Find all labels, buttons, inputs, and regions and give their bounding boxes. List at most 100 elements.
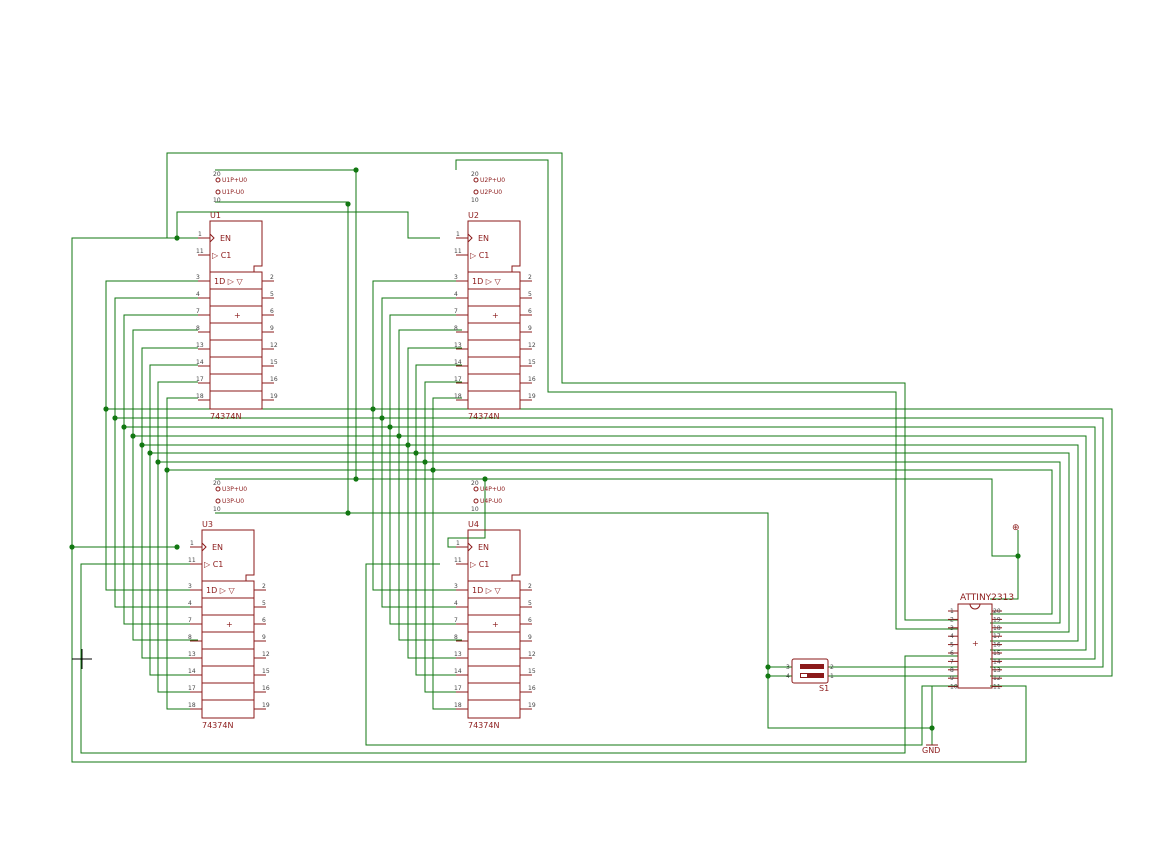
- chip-pin-number: 3: [454, 274, 458, 281]
- chip-clock-label: ▷ C1: [470, 251, 489, 260]
- junction-dot: [1015, 553, 1021, 559]
- chip-pin-number: 7: [454, 617, 458, 624]
- wire: [432, 397, 462, 710]
- switch-pin: 2: [830, 664, 834, 671]
- chip-pin-number: 18: [454, 702, 462, 709]
- supply-pin-icon: [473, 177, 479, 183]
- chip-pin-number: 6: [528, 617, 532, 624]
- supply-net-label: U4P-U0: [480, 498, 502, 505]
- switch-lever: [800, 664, 824, 669]
- junction-dot: [164, 467, 170, 473]
- wire: [80, 563, 958, 754]
- chip-pin-number: 6: [262, 617, 266, 624]
- chip-plus: +: [492, 311, 499, 320]
- wire: [398, 329, 462, 641]
- chip-pin-number: 17: [196, 376, 204, 383]
- chip-value: 74374N: [210, 412, 241, 421]
- junction-dot: [482, 476, 488, 482]
- chip-pin-number: 9: [270, 325, 274, 332]
- wire: [215, 478, 1019, 557]
- chip-pin-number: 9: [528, 325, 532, 332]
- mcu-notch: [969, 603, 981, 610]
- supply-net-label: U1P-U0: [222, 189, 244, 196]
- mcu-plus: +: [972, 639, 979, 648]
- wire: [176, 211, 440, 239]
- junction-dot: [379, 415, 385, 421]
- mcu-pin-number: 9: [950, 675, 954, 682]
- supply-net-label: U1P+U0: [222, 177, 247, 184]
- supply-pin-number: 10: [471, 197, 479, 204]
- wire: [106, 408, 1113, 677]
- chip-value: 74374N: [468, 412, 499, 421]
- chip-pin-number: 18: [454, 393, 462, 400]
- switch-pin: 4: [786, 673, 790, 680]
- supply-pin-icon: [215, 189, 221, 195]
- switch-lever: [800, 673, 824, 678]
- junction-dot: [112, 415, 118, 421]
- wire: [150, 452, 1070, 633]
- wire: [142, 444, 1079, 642]
- chip-control-block: [467, 220, 521, 272]
- switch-body: [791, 658, 829, 684]
- wire: [372, 280, 462, 591]
- supply-pin-icon: [473, 498, 479, 504]
- junction-dot: [765, 673, 771, 679]
- junction-dot: [765, 664, 771, 670]
- chip-pin-number: 13: [196, 342, 204, 349]
- supply-pin-icon: [473, 486, 479, 492]
- chip-pin-number: 2: [528, 583, 532, 590]
- wire: [115, 417, 1104, 668]
- gnd-label: GND: [922, 746, 940, 755]
- chip-pin-number: 11: [454, 248, 462, 255]
- chip-pin-number: 9: [528, 634, 532, 641]
- supply-pin-number: 10: [213, 197, 221, 204]
- junction-dot: [396, 433, 402, 439]
- supply-pin-number: 20: [471, 171, 479, 178]
- chip-pin-number: 8: [188, 634, 192, 641]
- chip-clock-label: ▷ C1: [212, 251, 231, 260]
- chip-pin-number: 19: [262, 702, 270, 709]
- chip-pin-number: 19: [270, 393, 278, 400]
- wire: [123, 314, 198, 625]
- chip-pin-number: 15: [262, 668, 270, 675]
- wire: [157, 381, 198, 693]
- chip-pin-number: 16: [270, 376, 278, 383]
- chip-name: U3: [202, 520, 213, 529]
- chip-pin-number: 14: [188, 668, 196, 675]
- chip-pin-number: 13: [454, 651, 462, 658]
- dip-switch-s1: 3 4 2 1 S1: [786, 658, 834, 693]
- chip-pin-number: 18: [188, 702, 196, 709]
- gnd-symbol: GND: [922, 744, 940, 755]
- wire: [141, 347, 198, 659]
- junction-dot: [370, 406, 376, 412]
- mcu-pin-number: 20: [993, 608, 1001, 615]
- junction-dot: [430, 467, 436, 473]
- chip-pin-number: 5: [262, 600, 266, 607]
- junction-dot: [155, 459, 161, 465]
- chip-pin-number: 16: [262, 685, 270, 692]
- origin-cross: [72, 649, 92, 669]
- supply-pin-icon: [215, 177, 221, 183]
- mcu-pin-number: 14: [993, 658, 1001, 665]
- wire: [990, 556, 1019, 600]
- chip-pin-number: 12: [270, 342, 278, 349]
- chip-control-block: [201, 529, 255, 581]
- chip-plus: +: [234, 311, 241, 320]
- chip-pin-number: 2: [270, 274, 274, 281]
- chip-pin-number: 2: [262, 583, 266, 590]
- supply-pin-number: 20: [213, 480, 221, 487]
- chip-en-label: EN: [220, 234, 231, 243]
- chip-value: 74374N: [468, 721, 499, 730]
- mcu-pin-number: 18: [993, 625, 1001, 632]
- mcu-pin-number: 17: [993, 633, 1001, 640]
- chip-pin-number: 4: [188, 600, 192, 607]
- chip-pin-number: 5: [528, 600, 532, 607]
- mcu-pin-number: 13: [993, 667, 1001, 674]
- supply-net-label: U2P+U0: [480, 177, 505, 184]
- chip-pin-number: 13: [454, 342, 462, 349]
- mcu-pin-number: 8: [950, 667, 954, 674]
- chip-en-marker: [467, 233, 473, 243]
- wire: [365, 563, 958, 746]
- chip-pin-number: 7: [196, 308, 200, 315]
- wire: [215, 169, 357, 479]
